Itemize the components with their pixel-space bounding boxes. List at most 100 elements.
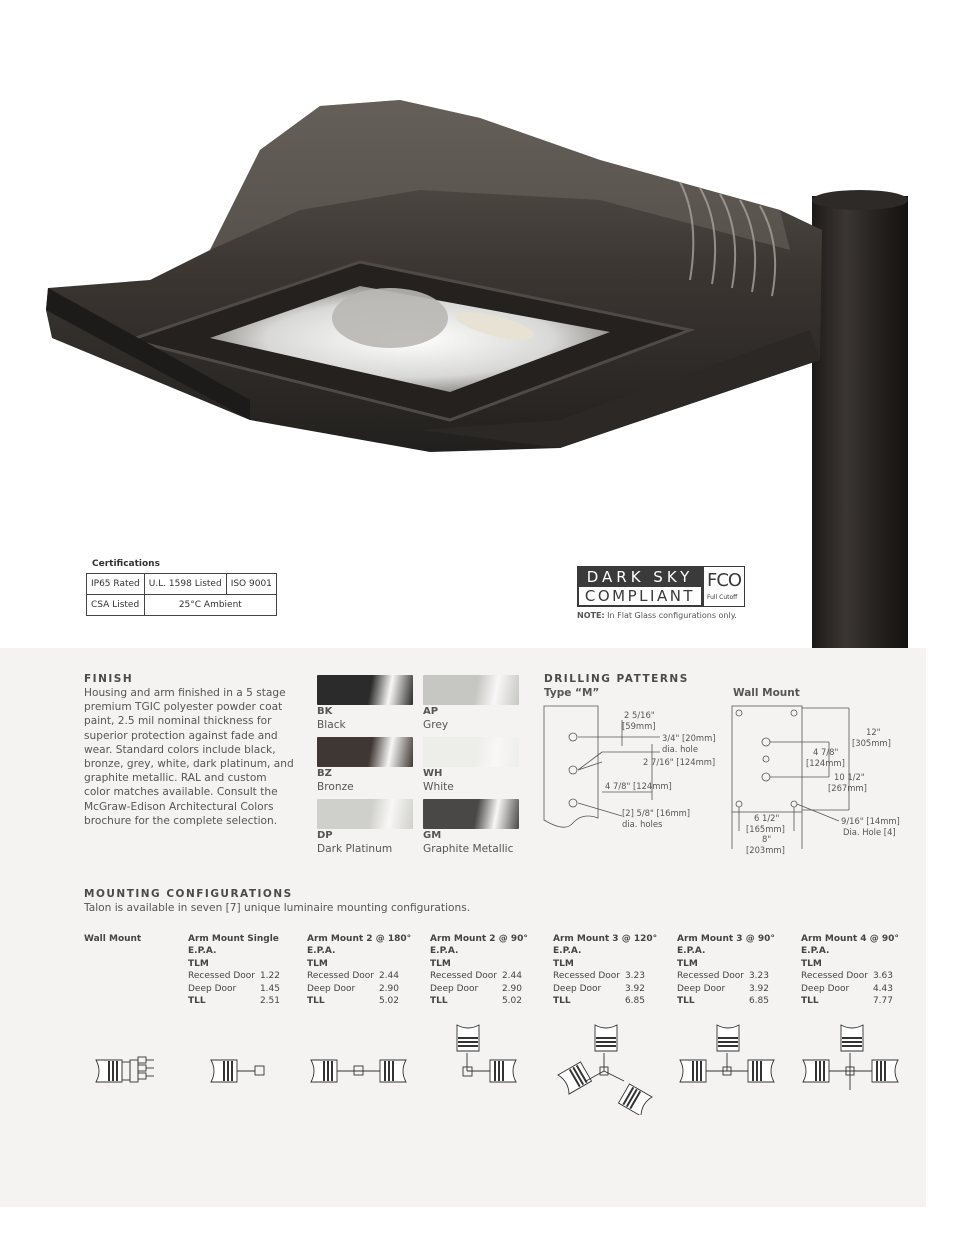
swatch-name: Dark Platinum: [317, 843, 393, 855]
dimension-label: [165mm]: [746, 824, 785, 834]
arm-mount-single-icon: [210, 1059, 265, 1083]
dimension-label: [124mm]: [806, 758, 845, 768]
arm-mount-3-90-icon: [679, 1024, 775, 1083]
certifications-table: IP65 Rated U.L. 1598 Listed ISO 9001 CSA…: [86, 573, 277, 616]
hero-section: Certifications IP65 Rated U.L. 1598 List…: [46, 100, 908, 648]
mount-title: Arm Mount 3 @ 90°: [677, 934, 775, 944]
mount-column-arm-3-120: Arm Mount 3 @ 120° E.P.A. TLM Recessed D…: [553, 933, 658, 1007]
mount-title: Wall Mount: [84, 934, 142, 944]
mount-title: Arm Mount 3 @ 120°: [553, 934, 658, 944]
swatch-code: BK: [317, 706, 333, 717]
dimension-label: 2 5/16": [624, 710, 655, 720]
dimension-label: [2] 5/8" [16mm]: [622, 808, 691, 818]
swatch-code: BZ: [317, 768, 332, 779]
table-row: IP65 Rated U.L. 1598 Listed ISO 9001: [86, 573, 277, 595]
swatch-bronze: [317, 737, 413, 767]
dimension-label: [305mm]: [852, 738, 891, 748]
mount-column-arm-3-90: Arm Mount 3 @ 90° E.P.A. TLM Recessed Do…: [677, 933, 775, 1007]
dimension-label: 3/4" [20mm]: [662, 733, 716, 743]
dark-sky-line1: DARK SKY: [586, 568, 694, 586]
wall-mount-drilling-diagram: [731, 705, 850, 849]
swatch-name: White: [423, 781, 454, 793]
fco-badge: FCO Full Cutoff: [703, 566, 745, 607]
tlm-label: TLM: [553, 958, 574, 969]
mount-column-arm-2-180: Arm Mount 2 @ 180° E.P.A. TLM Recessed D…: [307, 933, 412, 1007]
dimension-label: 10 1/2": [834, 772, 865, 782]
swatch-name: Bronze: [317, 781, 354, 793]
mount-title: Arm Mount 2 @ 90°: [430, 934, 528, 944]
mount-title: Arm Mount 2 @ 180°: [307, 934, 412, 944]
swatch-code: DP: [317, 830, 333, 841]
drilling-patterns-heading: DRILLING PATTERNS: [544, 673, 689, 685]
type-m-label: Type “M”: [544, 687, 600, 699]
tlm-label: TLM: [188, 958, 209, 969]
tlm-label: TLM: [307, 958, 328, 969]
table-row: CSA Listed 25°C Ambient: [86, 594, 277, 616]
dimension-label: dia. holes: [622, 819, 663, 829]
swatch-name: Black: [317, 719, 346, 731]
swatch-graphite-metallic: [423, 799, 519, 829]
mount-title: Arm Mount Single: [188, 934, 279, 944]
dimension-label: 9/16" [14mm]: [841, 816, 900, 826]
fco-badge-text: FCO: [707, 570, 742, 591]
arm-mount-2-180-icon: [310, 1059, 407, 1083]
swatch-dark-platinum: [317, 799, 413, 829]
dimension-label: 8": [762, 834, 772, 844]
cert-cell: ISO 9001: [225, 573, 277, 595]
dimension-label: [59mm]: [622, 721, 656, 731]
swatch-name: Grey: [423, 719, 449, 731]
wall-mount-icon: [95, 1056, 154, 1083]
swatch-code: AP: [423, 706, 439, 717]
dimension-label: 2 7/16" [124mm]: [643, 757, 716, 767]
tlm-label: TLM: [801, 958, 822, 969]
epa-label: E.P.A.: [188, 946, 217, 957]
arm-mount-2-90-icon: [456, 1024, 517, 1083]
dimension-label: [267mm]: [828, 783, 867, 793]
mount-column-arm-4-90: Arm Mount 4 @ 90° E.P.A. TLM Recessed Do…: [801, 933, 899, 1007]
dimension-label: 6 1/2": [754, 813, 780, 823]
mounting-intro: Talon is available in seven [7] unique l…: [84, 902, 471, 914]
dimension-label: 4 7/8" [124mm]: [605, 781, 672, 791]
cert-cell: 25°C Ambient: [143, 594, 277, 616]
dimension-label: [203mm]: [746, 845, 785, 855]
epa-label: E.P.A.: [430, 946, 459, 957]
arm-mount-3-120-icon: [557, 1024, 653, 1115]
swatch-white: [423, 737, 519, 767]
dimension-label: Dia. Hole [4]: [843, 827, 896, 837]
type-m-drilling-diagram: [543, 705, 660, 828]
mount-column-arm-single: Arm Mount Single E.P.A. TLM Recessed Doo…: [188, 933, 280, 1007]
finish-heading: FINISH: [84, 673, 134, 685]
dimension-label: 4 7/8": [813, 747, 839, 757]
finish-description: Housing and arm finished in a 5 stage pr…: [84, 687, 294, 827]
swatch-black: [317, 675, 413, 705]
dark-sky-compliant-logo: DARK SKY COMPLIANT FCO Full Cutoff: [577, 566, 745, 607]
cert-cell: CSA Listed: [86, 594, 145, 616]
certifications-title: Certifications: [92, 559, 160, 569]
cert-cell: IP65 Rated: [86, 573, 145, 595]
swatch-name: Graphite Metallic: [423, 843, 514, 855]
mount-column-arm-2-90: Arm Mount 2 @ 90° E.P.A. TLM Recessed Do…: [430, 933, 528, 1007]
mounting-configurations-heading: MOUNTING CONFIGURATIONS: [84, 888, 293, 900]
swatch-code: GM: [423, 830, 442, 841]
dimension-label: dia. hole: [662, 744, 699, 754]
swatch-grey: [423, 675, 519, 705]
epa-label: E.P.A.: [307, 946, 336, 957]
dark-sky-note: NOTE: In Flat Glass configurations only.: [577, 611, 737, 620]
epa-label: E.P.A.: [553, 946, 582, 957]
